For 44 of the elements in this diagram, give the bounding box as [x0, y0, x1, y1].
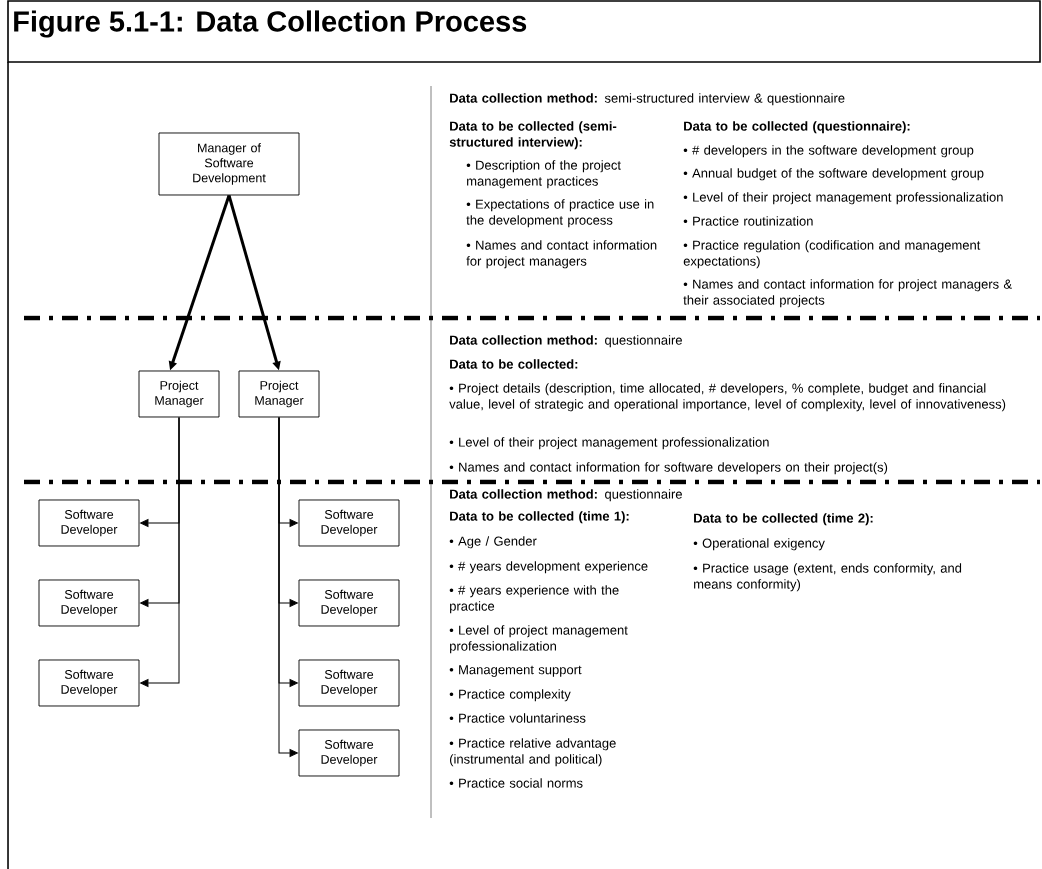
bullet-item: • Practice regulation (codification and management expectations) — [683, 240, 981, 269]
bullet-item: • Project details (description, time allocated, # developers, % complete, budget and financial value, level of strategic and operational importance, level of complexity, level of innovativeness) — [449, 383, 1006, 412]
bullet-item: • Practice voluntariness — [449, 713, 586, 723]
title-bar: Figure 5.1-1: Data Collection Process — [7, 0, 1041, 63]
method-text: Data collection method: semi-structured interview & questionnaire — [450, 93, 845, 106]
bullet-item: • Description of the project management practices — [466, 160, 621, 189]
bullet-item: • Practice routinization — [683, 216, 813, 226]
bullet-item: • Expectations of practice use in the development process — [466, 199, 654, 228]
bullet-item: • Annual budget of the software development group — [683, 168, 984, 181]
method-text: Data collection method: questionnaire — [450, 335, 682, 348]
role-box: Project Manager — [238, 370, 320, 418]
role-box: Software Developer — [298, 499, 400, 547]
section-heading: Data to be collected (time 1): — [450, 511, 629, 524]
bullet-item: • Age / Gender — [449, 536, 537, 549]
role-box: Software Developer — [38, 659, 140, 707]
section-heading: Data to be collected (time 2): — [694, 513, 873, 526]
bullet-item: • Level of their project management professionalization — [683, 192, 1003, 205]
section-heading: Data to be collected: — [450, 359, 578, 369]
bullet-item: • Management support — [449, 665, 582, 677]
bullet-item: • Operational exigency — [693, 538, 825, 551]
role-box: Software Developer — [38, 499, 140, 547]
role-box: Software Developer — [298, 659, 400, 707]
role-box: Software Developer — [298, 579, 400, 627]
bullet-item: • Names and contact information for project managers — [466, 240, 657, 269]
arrow — [278, 416, 298, 757]
bullet-item: • Names and contact information for project managers & their associated projects — [683, 279, 1012, 308]
bullet-item: • Practice complexity — [449, 689, 571, 702]
bullet-item: • # years experience with the practice — [449, 585, 619, 614]
role-box: Software Developer — [38, 579, 140, 627]
bullet-item: • Level of project management professionalization — [449, 625, 628, 654]
role-box: Manager of Software Development — [158, 132, 300, 196]
bullet-item: • # years development experience — [449, 561, 648, 574]
bullet-item: • Practice social norms — [449, 778, 583, 788]
role-box: Software Developer — [298, 729, 400, 777]
role-box: Project Manager — [138, 370, 220, 418]
arrow — [140, 416, 180, 687]
bullet-item: • Practice relative advantage (instrumental and political) — [449, 738, 616, 767]
bullet-item: • # developers in the software development group — [683, 145, 974, 158]
method-text: Data collection method: questionnaire — [450, 489, 682, 502]
bullet-item: • Names and contact information for software developers on their project(s) — [449, 462, 888, 475]
bullet-item: • Practice usage (extent, ends conformity, and means conformity) — [693, 563, 962, 592]
section-heading: Data to be collected (semi-structured interview): — [449, 121, 617, 150]
section-heading: Data to be collected (questionnaire): — [684, 121, 910, 134]
bullet-item: • Level of their project management professionalization — [449, 437, 769, 450]
